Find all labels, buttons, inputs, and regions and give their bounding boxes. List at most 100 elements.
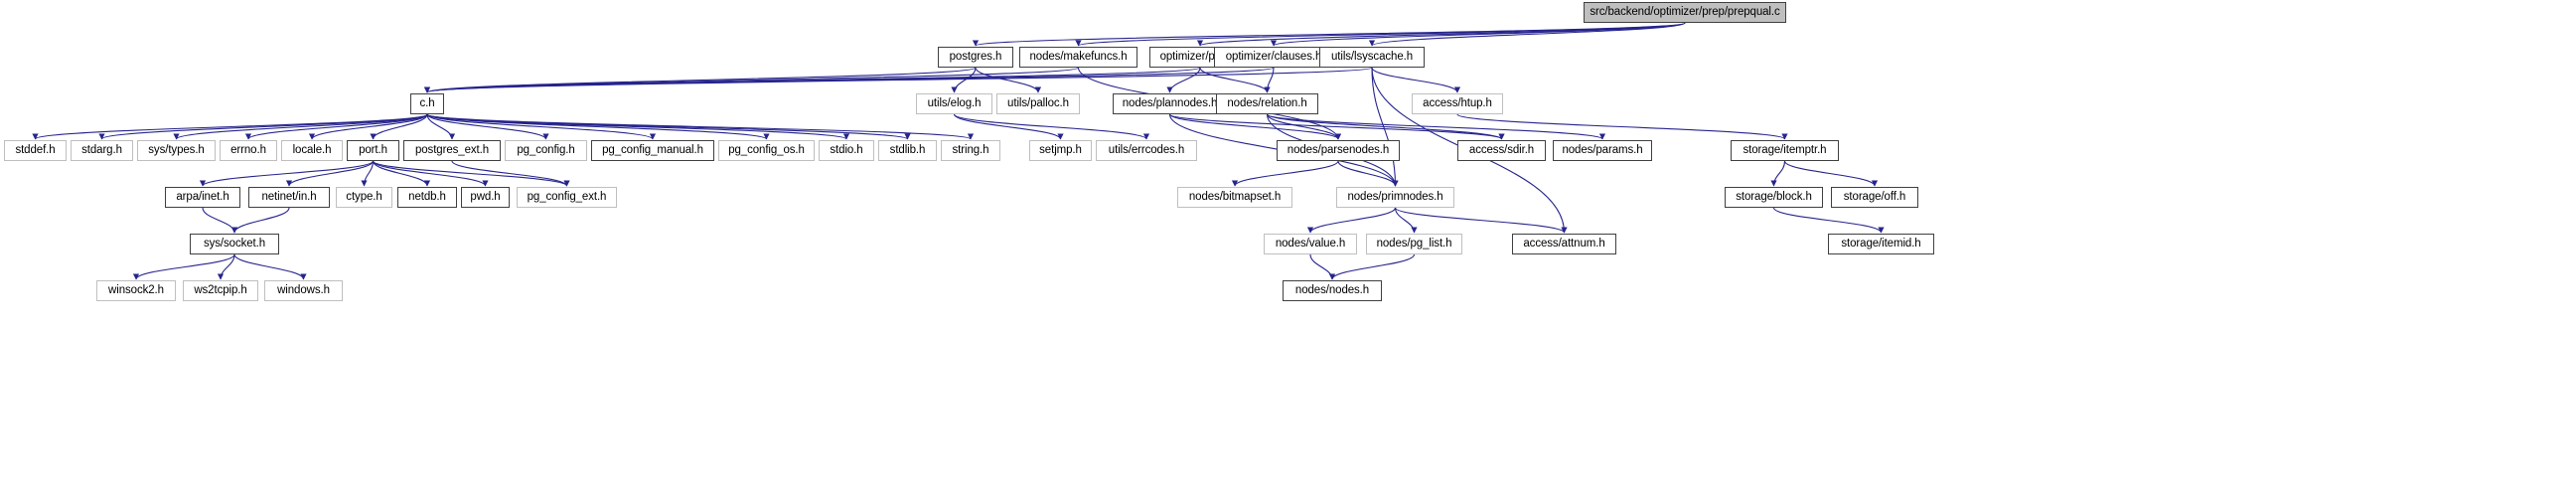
graph-node-postgres-ext-h[interactable]: postgres_ext.h bbox=[403, 140, 501, 161]
graph-node-arpa-inet-h[interactable]: arpa/inet.h bbox=[165, 187, 240, 208]
graph-edge bbox=[975, 67, 1041, 93]
graph-edge bbox=[426, 113, 456, 140]
graph-node-nodes-plannodes-h[interactable]: nodes/plannodes.h bbox=[1113, 93, 1227, 114]
graph-edge bbox=[370, 113, 428, 140]
graph-node-nodes-params-h[interactable]: nodes/params.h bbox=[1553, 140, 1652, 161]
graph-edge bbox=[426, 113, 770, 140]
graph-edge bbox=[32, 113, 428, 140]
graph-edge bbox=[953, 113, 1064, 140]
graph-node-netinet-in-h[interactable]: netinet/in.h bbox=[248, 187, 330, 208]
graph-edge bbox=[202, 207, 238, 234]
graph-edge bbox=[953, 113, 1149, 140]
graph-edge bbox=[451, 160, 570, 187]
graph-node-nodes-primnodes-h[interactable]: nodes/primnodes.h bbox=[1336, 187, 1454, 208]
graph-node-utils-palloc-h[interactable]: utils/palloc.h bbox=[996, 93, 1080, 114]
graph-node-setjmp-h[interactable]: setjmp.h bbox=[1029, 140, 1092, 161]
graph-edge bbox=[372, 160, 570, 187]
graph-node-storage-block-h[interactable]: storage/block.h bbox=[1725, 187, 1823, 208]
graph-edge bbox=[426, 113, 974, 140]
graph-edge bbox=[1266, 113, 1605, 140]
graph-node-stdlib-h[interactable]: stdlib.h bbox=[878, 140, 937, 161]
graph-node-postgres-h[interactable]: postgres.h bbox=[938, 47, 1013, 68]
graph-node-pg-config-os-h[interactable]: pg_config_os.h bbox=[718, 140, 815, 161]
graph-edge bbox=[286, 160, 375, 187]
graph-edge bbox=[424, 67, 1201, 93]
graph-node-errno-h[interactable]: errno.h bbox=[220, 140, 277, 161]
graph-edge bbox=[426, 113, 911, 140]
graph-edge bbox=[424, 67, 1373, 93]
graph-node-pg-config-ext-h[interactable]: pg_config_ext.h bbox=[517, 187, 617, 208]
graph-edge bbox=[173, 113, 428, 140]
graph-edge bbox=[217, 253, 235, 280]
graph-edge bbox=[1075, 22, 1686, 47]
graph-edge bbox=[309, 113, 428, 140]
graph-node-utils-elog-h[interactable]: utils/elog.h bbox=[916, 93, 992, 114]
graph-edge bbox=[1168, 113, 1505, 140]
graph-edge bbox=[1337, 160, 1399, 187]
graph-node-winsock2-h[interactable]: winsock2.h bbox=[96, 280, 176, 301]
graph-edge bbox=[245, 113, 428, 140]
graph-edge bbox=[1329, 253, 1416, 280]
graph-edge bbox=[426, 113, 656, 140]
graph-node-pwd-h[interactable]: pwd.h bbox=[461, 187, 510, 208]
graph-node-utils-lsyscache-h[interactable]: utils/lsyscache.h bbox=[1319, 47, 1425, 68]
graph-node-access-htup-h[interactable]: access/htup.h bbox=[1412, 93, 1503, 114]
graph-edge bbox=[372, 160, 430, 187]
graph-node-src-backend-optimizer-prep-prepqual-c[interactable]: src/backend/optimizer/prep/prepqual.c bbox=[1584, 2, 1786, 23]
graph-edge bbox=[1271, 22, 1686, 47]
graph-node-storage-itemptr-h[interactable]: storage/itemptr.h bbox=[1731, 140, 1839, 161]
graph-node-nodes-parsenodes-h[interactable]: nodes/parsenodes.h bbox=[1277, 140, 1400, 161]
graph-node-nodes-relation-h[interactable]: nodes/relation.h bbox=[1216, 93, 1318, 114]
graph-edge bbox=[1166, 67, 1201, 93]
graph-edge bbox=[426, 113, 549, 140]
graph-edge bbox=[1772, 207, 1885, 234]
graph-node-storage-itemid-h[interactable]: storage/itemid.h bbox=[1828, 234, 1934, 254]
graph-node-nodes-value-h[interactable]: nodes/value.h bbox=[1264, 234, 1357, 254]
graph-node-string-h[interactable]: string.h bbox=[941, 140, 1000, 161]
graph-node-stdio-h[interactable]: stdio.h bbox=[819, 140, 874, 161]
graph-edge bbox=[426, 113, 849, 140]
graph-node-sys-socket-h[interactable]: sys/socket.h bbox=[190, 234, 279, 254]
graph-edge bbox=[1371, 67, 1399, 187]
graph-node-access-attnum-h[interactable]: access/attnum.h bbox=[1512, 234, 1616, 254]
graph-edge bbox=[361, 160, 375, 187]
graph-edge bbox=[1264, 67, 1275, 93]
graph-node-locale-h[interactable]: locale.h bbox=[281, 140, 343, 161]
graph-edge bbox=[424, 67, 1275, 93]
graph-edge bbox=[951, 67, 977, 93]
graph-edge bbox=[1394, 207, 1418, 234]
graph-node-pg-config-h[interactable]: pg_config.h bbox=[505, 140, 587, 161]
graph-node-c-h[interactable]: c.h bbox=[410, 93, 444, 114]
graph-edge bbox=[1307, 207, 1397, 234]
graph-edge bbox=[1456, 113, 1788, 140]
graph-node-nodes-pg-list-h[interactable]: nodes/pg_list.h bbox=[1366, 234, 1462, 254]
graph-edge bbox=[1369, 22, 1686, 47]
graph-node-stddef-h[interactable]: stddef.h bbox=[4, 140, 67, 161]
graph-node-pg-config-manual-h[interactable]: pg_config_manual.h bbox=[591, 140, 714, 161]
graph-node-nodes-nodes-h[interactable]: nodes/nodes.h bbox=[1283, 280, 1382, 301]
graph-node-netdb-h[interactable]: netdb.h bbox=[397, 187, 457, 208]
graph-edge bbox=[424, 67, 1080, 93]
graph-node-sys-types-h[interactable]: sys/types.h bbox=[137, 140, 216, 161]
graph-edge bbox=[1266, 113, 1341, 140]
graph-edge bbox=[1783, 160, 1878, 187]
graph-node-utils-errcodes-h[interactable]: utils/errcodes.h bbox=[1096, 140, 1197, 161]
graph-node-nodes-bitmapset-h[interactable]: nodes/bitmapset.h bbox=[1177, 187, 1292, 208]
graph-edge bbox=[1266, 113, 1505, 140]
graph-node-windows-h[interactable]: windows.h bbox=[264, 280, 343, 301]
graph-edge bbox=[1371, 67, 1460, 93]
graph-edge bbox=[372, 160, 489, 187]
graph-edge bbox=[1199, 67, 1271, 93]
graph-edge bbox=[1232, 160, 1339, 187]
graph-node-stdarg-h[interactable]: stdarg.h bbox=[71, 140, 133, 161]
graph-edge bbox=[231, 207, 290, 234]
graph-edge bbox=[1394, 207, 1568, 234]
graph-node-optimizer-clauses-h[interactable]: optimizer/clauses.h bbox=[1214, 47, 1333, 68]
graph-node-port-h[interactable]: port.h bbox=[347, 140, 399, 161]
graph-node-storage-off-h[interactable]: storage/off.h bbox=[1831, 187, 1918, 208]
graph-node-ws2tcpip-h[interactable]: ws2tcpip.h bbox=[183, 280, 258, 301]
graph-node-nodes-makefuncs-h[interactable]: nodes/makefuncs.h bbox=[1019, 47, 1137, 68]
graph-node-access-sdir-h[interactable]: access/sdir.h bbox=[1457, 140, 1546, 161]
graph-node-ctype-h[interactable]: ctype.h bbox=[336, 187, 392, 208]
